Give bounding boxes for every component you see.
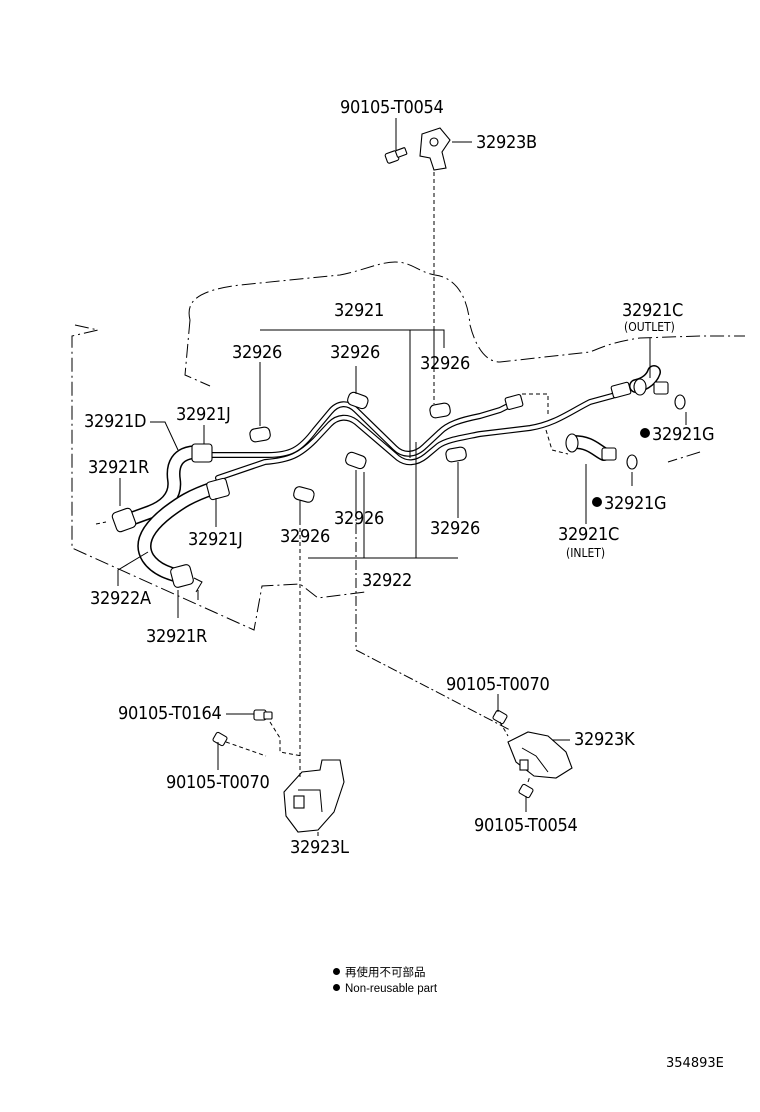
label-32926-e: 32926 <box>334 508 384 529</box>
label-90105-t0054-bottom: 90105-T0054 <box>474 815 578 836</box>
label-90105-t0070-right: 90105-T0070 <box>446 674 550 695</box>
hose-clamps <box>95 443 230 593</box>
label-outlet: (OUTLET) <box>624 320 675 334</box>
drawing-number: 354893E <box>666 1056 724 1071</box>
part-labels: 90105-T0054 32923B 32921 32926 32926 329… <box>84 97 715 858</box>
legend-japanese: 再使用不可部品 <box>333 964 426 980</box>
label-32921c-inlet: 32921C <box>558 524 619 545</box>
cooler-pipe-assembly <box>195 381 632 481</box>
non-reusable-dot-bottom <box>592 497 602 507</box>
legend-japanese-text: 再使用不可部品 <box>345 965 426 979</box>
non-reusable-dot-top <box>640 428 650 438</box>
label-32926-b: 32926 <box>330 342 380 363</box>
label-32923k: 32923K <box>574 729 635 750</box>
assembly-lines <box>225 172 569 783</box>
rubber-hoses <box>121 365 686 585</box>
label-32921j-bottom: 32921J <box>188 529 242 550</box>
legend-english: Non-reusable part <box>333 981 437 997</box>
label-32921c-outlet: 32921C <box>622 300 683 321</box>
label-90105-t0054-top: 90105-T0054 <box>340 97 444 118</box>
label-32921r-top: 32921R <box>88 457 149 478</box>
non-reusable-markers <box>592 428 650 507</box>
label-32921g-bottom: 32921G <box>604 493 666 514</box>
label-90105-t0164: 90105-T0164 <box>118 703 222 724</box>
label-32923b: 32923B <box>476 132 537 153</box>
label-32923l: 32923L <box>290 837 349 858</box>
label-32921j-top: 32921J <box>176 404 230 425</box>
label-32921d: 32921D <box>84 411 146 432</box>
legend-english-text: Non-reusable part <box>345 983 438 995</box>
bullet-icon <box>333 984 340 991</box>
label-32926-a: 32926 <box>232 342 282 363</box>
bullet-icon <box>333 968 340 975</box>
leader-lines <box>117 118 687 836</box>
label-inlet: (INLET) <box>566 546 605 560</box>
engine-outline <box>71 261 745 631</box>
label-32926-c: 32926 <box>420 353 470 374</box>
brackets <box>212 127 573 833</box>
label-32922a: 32922A <box>90 588 151 609</box>
label-32926-f: 32926 <box>430 518 480 539</box>
label-32926-d: 32926 <box>280 526 330 547</box>
pipe-cushions <box>249 391 467 503</box>
label-90105-t0070-left: 90105-T0070 <box>166 772 270 793</box>
label-32921r-bottom: 32921R <box>146 626 207 647</box>
label-32921g-top: 32921G <box>652 424 714 445</box>
label-32922: 32922 <box>362 570 412 591</box>
label-32921: 32921 <box>334 300 384 321</box>
